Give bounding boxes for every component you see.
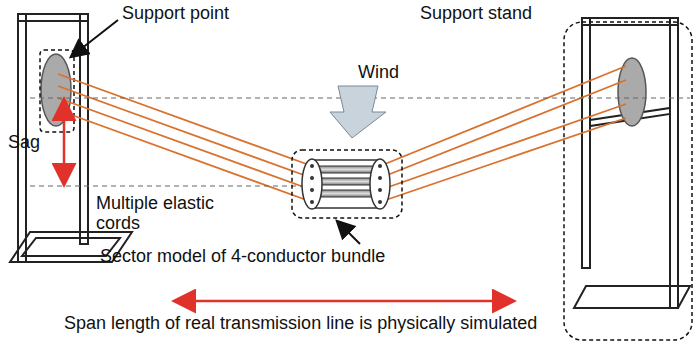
part-label: Support stand bbox=[420, 3, 532, 23]
dimension-label: Sag bbox=[8, 132, 40, 152]
part-label: Multiple elastic cords bbox=[96, 193, 246, 233]
wind-label: Wind bbox=[356, 62, 401, 82]
note-label: Span length of real transmission line is… bbox=[64, 313, 537, 333]
part-label: Sector model of 4-conductor bundle bbox=[100, 246, 385, 266]
part-label: Support point bbox=[122, 3, 229, 23]
